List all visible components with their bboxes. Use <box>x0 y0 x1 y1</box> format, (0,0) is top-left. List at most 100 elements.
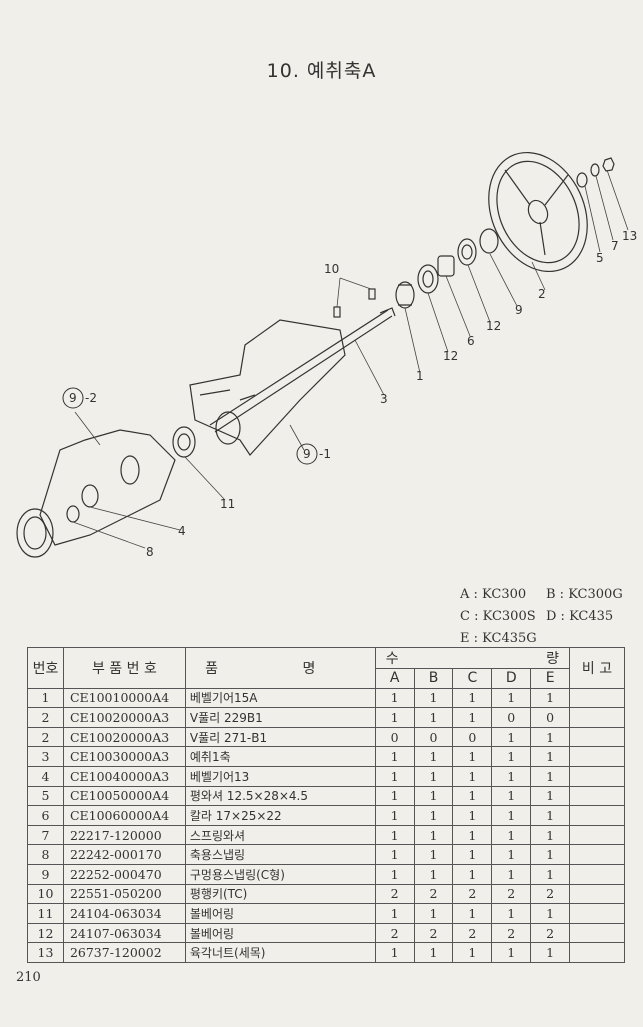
part-name: 스프링와셔 <box>184 824 376 846</box>
remarks-cell <box>569 805 625 826</box>
callout-7: 7 <box>611 239 619 253</box>
legend-c: C : KC300S <box>460 609 536 624</box>
qty-d: 2 <box>491 922 532 944</box>
qty-d: 1 <box>491 824 532 846</box>
qty-b: 1 <box>413 903 454 924</box>
remarks-cell <box>569 922 625 944</box>
part-number: CE10060000A4 <box>62 805 186 826</box>
callout-2: 2 <box>538 287 546 301</box>
remarks-cell <box>569 785 625 807</box>
part-name: 볼베어링 <box>184 903 376 924</box>
row-number: 1 <box>27 687 64 709</box>
header-part-no: 부 품 번 호 <box>62 647 186 689</box>
callout-12-left: 12 <box>443 349 458 363</box>
qty-c: 1 <box>452 805 493 826</box>
qty-e: 1 <box>530 726 571 748</box>
qty-a: 1 <box>374 942 415 963</box>
qty-e: 1 <box>530 903 571 924</box>
qty-b: 1 <box>413 687 454 709</box>
part-number: 22242-000170 <box>62 844 186 865</box>
callout-3: 3 <box>380 392 388 406</box>
qty-e: 1 <box>530 863 571 885</box>
remarks-cell <box>569 726 625 748</box>
part-number: 22551-050200 <box>62 883 186 905</box>
callout-9-1-circle: 9 <box>303 447 311 461</box>
qty-b: 1 <box>413 942 454 963</box>
part-name: 베벨기어15A <box>184 687 376 709</box>
callout-9-1-suffix: -1 <box>319 447 331 461</box>
part-number: 22252-000470 <box>62 863 186 885</box>
qty-c: 2 <box>452 922 493 944</box>
header-qty-left: 수 <box>385 651 399 667</box>
qty-b: 1 <box>413 707 454 728</box>
remarks-cell <box>569 863 625 885</box>
row-number: 7 <box>27 824 64 846</box>
part-number: CE10010000A4 <box>62 687 186 709</box>
qty-d: 1 <box>491 746 532 767</box>
qty-d: 1 <box>491 785 532 807</box>
row-number: 4 <box>27 765 64 787</box>
callout-9-2-suffix: -2 <box>85 391 97 405</box>
qty-c: 1 <box>452 687 493 709</box>
qty-e: 1 <box>530 942 571 963</box>
qty-a: 1 <box>374 844 415 865</box>
header-model-b: B <box>413 668 454 689</box>
header-model-e: E <box>530 668 571 689</box>
qty-a: 1 <box>374 687 415 709</box>
part-name: 칼라 17×25×22 <box>184 805 376 826</box>
hex-nut-part <box>602 157 615 172</box>
row-number: 2 <box>27 707 64 728</box>
qty-b: 0 <box>413 726 454 748</box>
part-name: 육각너트(세목) <box>184 942 376 963</box>
qty-e: 1 <box>530 687 571 709</box>
row-number: 13 <box>27 942 64 963</box>
part-name: 구멍용스냅링(C형) <box>184 863 376 885</box>
part-number: 22217-120000 <box>62 824 186 846</box>
qty-d: 2 <box>491 883 532 905</box>
part-number: CE10030000A3 <box>62 746 186 767</box>
callout-10: 10 <box>324 262 339 276</box>
remarks-cell <box>569 707 625 728</box>
header-model-c: C <box>452 668 493 689</box>
qty-e: 1 <box>530 805 571 826</box>
remarks-cell <box>569 687 625 709</box>
row-number: 9 <box>27 863 64 885</box>
part-number: 24104-063034 <box>62 903 186 924</box>
page-title: 10. 예취축A <box>266 60 377 82</box>
qty-d: 1 <box>491 765 532 787</box>
qty-d: 1 <box>491 726 532 748</box>
qty-a: 1 <box>374 707 415 728</box>
qty-e: 1 <box>530 746 571 767</box>
qty-e: 2 <box>530 922 571 944</box>
qty-d: 0 <box>491 707 532 728</box>
part-number: CE10020000A3 <box>62 707 186 728</box>
qty-b: 2 <box>413 883 454 905</box>
legend-a: A : KC300 <box>460 587 527 602</box>
row-number: 10 <box>27 883 64 905</box>
remarks-cell <box>569 765 625 787</box>
qty-e: 1 <box>530 824 571 846</box>
qty-a: 1 <box>374 746 415 767</box>
qty-a: 2 <box>374 883 415 905</box>
qty-c: 1 <box>452 785 493 807</box>
part-name: 축용스냅링 <box>184 844 376 865</box>
part-number: CE10050000A4 <box>62 785 186 807</box>
header-model-d: D <box>491 668 532 689</box>
qty-b: 1 <box>413 765 454 787</box>
remarks-cell <box>569 824 625 846</box>
row-number: 11 <box>27 903 64 924</box>
qty-e: 1 <box>530 844 571 865</box>
qty-b: 1 <box>413 824 454 846</box>
qty-d: 1 <box>491 805 532 826</box>
row-number: 8 <box>27 844 64 865</box>
qty-d: 1 <box>491 942 532 963</box>
